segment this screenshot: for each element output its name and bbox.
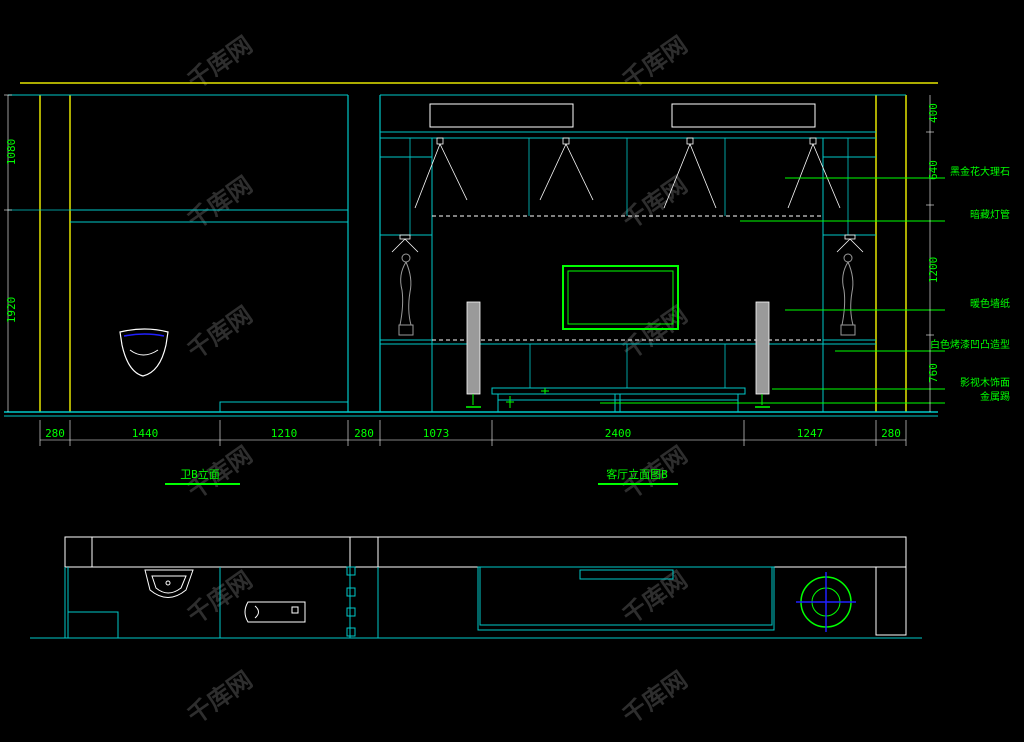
tv-cabinet — [491, 387, 746, 412]
annotation-label: 金属踢 — [980, 390, 1010, 403]
niche-downlight-icon — [836, 234, 864, 253]
statue-right-icon — [840, 253, 856, 336]
title-living-room-elevation: 客厅立面图B — [606, 467, 668, 481]
living-room-elevation — [380, 103, 945, 412]
dim-label: 1920 — [5, 297, 18, 324]
watermark-text: 千库网 — [617, 31, 692, 95]
tv-icon — [562, 265, 679, 330]
round-table-icon — [796, 572, 856, 632]
watermark-text: 千库网 — [617, 566, 692, 630]
spotlight-icon — [539, 137, 594, 201]
dim-label: 1080 — [5, 139, 18, 166]
annotation-label: 黑金花大理石 — [950, 165, 1010, 178]
spotlight-icon — [787, 137, 841, 209]
dim-label: 1210 — [271, 427, 298, 440]
spotlight-icon — [663, 137, 717, 209]
toilet-plan-icon — [244, 601, 306, 623]
annotation-label: 影视木饰面 — [960, 376, 1010, 389]
dim-label: 400 — [927, 103, 940, 123]
dimension-labels-vertical: 1080 1920 400 640 1200 760 — [5, 103, 940, 383]
dim-label: 280 — [45, 427, 65, 440]
title-bathroom-elevation: 卫B立面 — [180, 467, 220, 481]
annotation-label: 白色烤漆凹凸造型 — [930, 338, 1010, 351]
annotation-label: 暗藏灯管 — [970, 208, 1010, 221]
dim-label: 1247 — [797, 427, 824, 440]
annotation-labels: 黑金花大理石 暗藏灯管 暖色墙纸 白色烤漆凹凸造型 影视木饰面 金属踢 — [930, 165, 1010, 403]
watermark-text: 千库网 — [617, 666, 692, 730]
dim-label: 1073 — [423, 427, 450, 440]
elevation-outline — [4, 82, 938, 417]
watermark-text: 千库网 — [182, 171, 257, 235]
toilet-elevation-icon — [119, 328, 169, 377]
dim-label: 2400 — [605, 427, 632, 440]
annotation-label: 暖色墙纸 — [970, 297, 1010, 310]
niche-downlight-icon — [391, 234, 419, 253]
spotlight-icon — [414, 137, 468, 209]
watermark-text: 千库网 — [182, 31, 257, 95]
dim-label: 280 — [354, 427, 374, 440]
niche-squares — [346, 566, 356, 637]
sink-plan-icon — [144, 569, 194, 598]
speaker-left-icon — [466, 301, 481, 408]
dim-label: 280 — [881, 427, 901, 440]
watermark-text: 千库网 — [182, 666, 257, 730]
dimension-labels-bottom: 280 1440 1210 280 1073 2400 1247 280 — [45, 427, 901, 440]
bathroom-elevation — [8, 209, 349, 413]
drawing-titles: 卫B立面 客厅立面图B — [165, 467, 678, 485]
dimension-lines — [4, 94, 934, 446]
watermark-text: 千库网 — [617, 171, 692, 235]
watermark-text: 千库网 — [617, 301, 692, 365]
dim-label: 760 — [927, 363, 940, 383]
dim-label: 1440 — [132, 427, 159, 440]
watermark-text: 千库网 — [182, 301, 257, 365]
speaker-right-icon — [755, 301, 770, 408]
tv-wall-plan — [477, 566, 775, 631]
statue-left-icon — [398, 253, 414, 336]
dim-label: 640 — [927, 160, 940, 180]
floor-plan — [30, 536, 922, 639]
dim-label: 1200 — [927, 257, 940, 284]
annotation-leaders — [600, 177, 945, 404]
